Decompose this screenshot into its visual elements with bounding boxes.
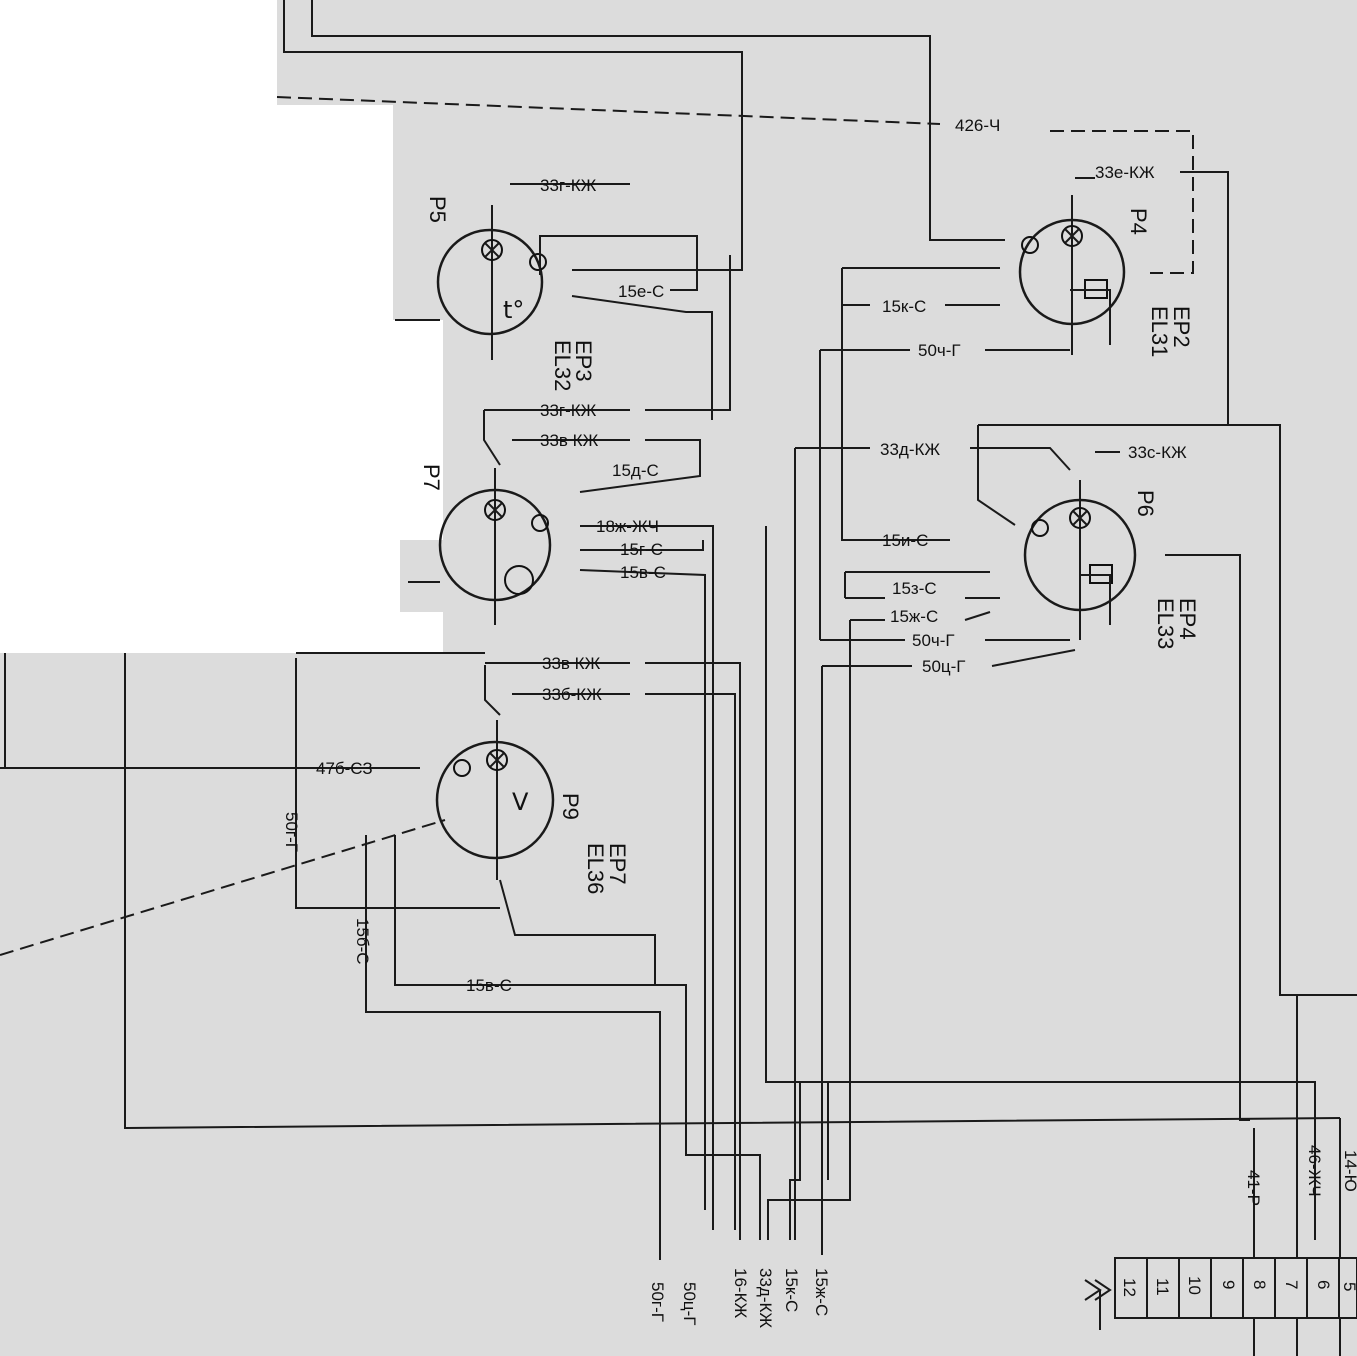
device-label-group: P5 t° EP3 EL32 P7 V P9 EP7 EL36 P4 EP2 E… — [419, 196, 1200, 894]
cell-label-6: 7 — [1282, 1280, 1301, 1289]
label-33d: 33д-КЖ — [880, 440, 940, 459]
p6-id: P6 — [1133, 490, 1158, 517]
bottom-label-6: 15ж-С — [812, 1268, 831, 1316]
connector-cell — [1306, 1257, 1340, 1319]
label-50r: 50г-Г — [282, 812, 301, 852]
p6-ep: EP4 — [1175, 598, 1200, 640]
p6-el: EL33 — [1153, 598, 1178, 649]
bottom-label-3: 16-КЖ — [731, 1268, 750, 1318]
p9-ep: EP7 — [605, 843, 630, 885]
label-33e: 33е-КЖ — [1095, 163, 1155, 182]
label-15v-p9: 15в-С — [466, 976, 512, 995]
cell-label-7: 6 — [1314, 1280, 1333, 1289]
left-wires — [0, 652, 1341, 1130]
gauge-p4 — [819, 171, 1229, 640]
label-15e: 15е-С — [618, 282, 664, 301]
p5-el: EL32 — [550, 340, 575, 391]
p5-id: P5 — [425, 196, 450, 223]
p9-id: P9 — [558, 793, 583, 820]
bottom-label-1: 50г-Г — [648, 1282, 667, 1322]
label-50ts: 50ц-Г — [922, 657, 966, 676]
label-50ch: 50ч-Г — [912, 631, 955, 650]
label-15g: 15г-С — [620, 540, 663, 559]
label-50n: 50ч-Г — [918, 341, 961, 360]
gauge-p9 — [0, 658, 761, 1260]
label-15d: 15д-С — [612, 461, 659, 480]
bottom-label-5: 15к-С — [782, 1268, 801, 1312]
trunk-wires — [765, 526, 1341, 1356]
label-15b: 15б-С — [353, 918, 372, 965]
label-15i: 15и-С — [882, 531, 928, 550]
connector-arrow-icon — [1094, 1279, 1112, 1301]
gauge-p5 — [395, 183, 713, 420]
label-15v-p7: 15в-С — [620, 563, 666, 582]
p5-ep: EP3 — [571, 340, 596, 382]
bottom-label-4: 33д-КЖ — [756, 1268, 775, 1328]
label-15zh: 15ж-С — [890, 607, 938, 626]
cell-label-4: 9 — [1219, 1280, 1238, 1289]
p4-id: P4 — [1126, 208, 1151, 235]
connector-cell — [1242, 1257, 1276, 1319]
gauge-p6 — [767, 424, 1357, 1255]
right-label-1: 41-Р — [1244, 1170, 1263, 1206]
label-33g-p5: 33г-КЖ — [540, 176, 597, 195]
cell-label-8: 5 — [1340, 1282, 1357, 1291]
p4-ep: EP2 — [1169, 306, 1194, 348]
label-33v-p9: 33в КЖ — [542, 654, 601, 673]
right-label-2: 46-ЖЧ — [1305, 1145, 1324, 1197]
bottom-label-group: 50г-Г 50ц-Г 16-КЖ 33д-КЖ 15к-С 15ж-С 41-… — [648, 1145, 1357, 1328]
wire-label-group: 426-Ч 33г-КЖ 15е-С 33г-КЖ 33в КЖ 15д-С 1… — [282, 116, 1187, 995]
p9-symbol: V — [512, 788, 529, 816]
cell-label-3: 10 — [1185, 1276, 1204, 1295]
connector-cell — [1146, 1257, 1180, 1319]
p9-el: EL36 — [583, 843, 608, 894]
p7-id: P7 — [419, 464, 444, 491]
label-33c: 33с-КЖ — [1128, 443, 1187, 462]
label-15z: 15з-С — [892, 579, 937, 598]
cell-label-1: 12 — [1120, 1278, 1139, 1297]
connector-block: 12 11 10 9 8 7 6 5 — [1084, 1257, 1357, 1330]
connector-cell — [1178, 1257, 1212, 1319]
bottom-label-2: 50ц-Г — [680, 1282, 699, 1326]
label-33b: 33б-КЖ — [542, 685, 602, 704]
label-33v-p7: 33в КЖ — [540, 431, 599, 450]
label-426: 426-Ч — [955, 116, 1000, 135]
connector-cell — [1114, 1257, 1148, 1319]
blank-region — [0, 0, 443, 653]
p4-el: EL31 — [1147, 306, 1172, 357]
gauge-p7 — [408, 255, 731, 1230]
cell-label-5: 8 — [1250, 1280, 1269, 1289]
label-18zh: 18ж-ЖЧ — [596, 517, 659, 536]
top-wires — [276, 0, 1194, 274]
cell-label-2: 11 — [1153, 1278, 1172, 1296]
label-47b: 47б-СЗ — [316, 759, 373, 778]
label-15k: 15к-С — [882, 297, 926, 316]
right-label-3: 14-Ю — [1341, 1150, 1357, 1192]
label-33g-p7: 33г-КЖ — [540, 401, 597, 420]
p5-symbol: t° — [503, 296, 524, 324]
